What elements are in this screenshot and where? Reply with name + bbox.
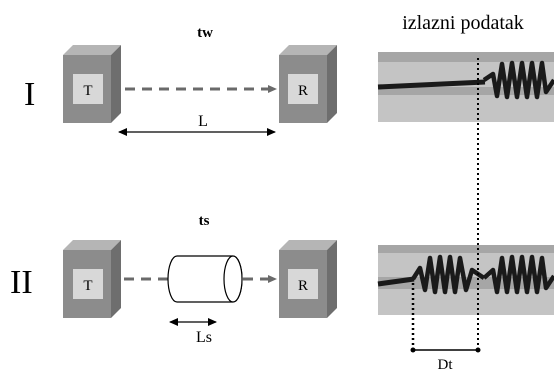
row-1-roman-numeral: I [24,76,35,113]
delta-t-label: Dt [438,357,454,372]
distance-Ls-label: Ls [196,329,212,346]
delta-t-end-dot [475,347,481,353]
transmitter-box-row-1: T [63,45,121,123]
transmitter-label: T [83,83,92,99]
distance-L-label: L [198,113,208,130]
flat-signal-trace-row-1 [377,79,486,90]
receiver-box-row-2: R [279,240,337,318]
receiver-box-row-1: R [279,45,337,123]
transmitter-box-row-2: T [63,240,121,318]
receiver-label: R [298,278,308,294]
sample-cylinder [167,255,243,303]
delta-t-start-dot [410,347,416,353]
output-signal-panel-row-1 [377,52,554,122]
row-2-title-ts: ts [199,213,210,229]
output-signal-panel-row-2 [377,245,554,315]
transmitter-label: T [83,278,92,294]
late-wave-signal-trace-row-2 [482,254,554,295]
output-data-header: izlazni podatak [402,12,524,34]
early-wave-signal-trace-row-2 [411,254,486,295]
row-2-roman-numeral: II [10,264,33,301]
wave-signal-trace-row-1 [482,60,554,100]
flat-signal-trace-row-2 [377,276,415,287]
row-1-title-tw: tw [197,25,213,41]
receiver-label: R [298,83,308,99]
